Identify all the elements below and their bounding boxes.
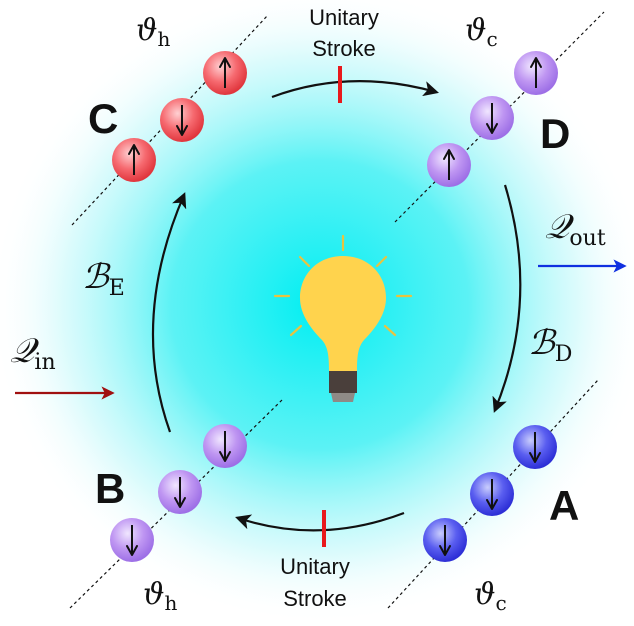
bath-label-e: ℬE: [82, 257, 125, 301]
unitary-stroke-bottom-arrow: [235, 511, 405, 532]
bath-d-arrow: [492, 184, 522, 413]
spin-up-arrow-icon: [443, 149, 455, 180]
unitary-stroke-top-line1: Unitary: [309, 5, 379, 30]
spin-down-arrow-icon: [126, 525, 138, 556]
spin-up-arrow-icon: [219, 57, 231, 88]
spin-down-arrow-icon: [176, 105, 188, 136]
node-label-a: A: [549, 482, 579, 529]
spin-down-arrow-icon: [486, 479, 498, 510]
unitary-stroke-bottom-line2: Stroke: [283, 586, 347, 611]
spin-chain-c: [112, 51, 247, 182]
bath-label-d: ℬD: [528, 323, 572, 367]
spin-down-arrow-icon: [174, 477, 186, 508]
spin-chain-b: [110, 424, 247, 562]
node-label-d: D: [540, 110, 570, 157]
unitary-stroke-top-arrow: [271, 80, 439, 99]
chain-axis-a: [387, 379, 599, 609]
bath-e-arrow: [151, 192, 187, 433]
spin-chain-a: [423, 425, 557, 562]
temperature-label-d: ϑc: [465, 13, 498, 51]
unitary-stroke-bottom-line1: Unitary: [280, 554, 350, 579]
unitary-stroke-top-line2: Stroke: [312, 36, 376, 61]
spin-down-arrow-icon: [439, 525, 451, 556]
spin-down-arrow-icon: [529, 432, 541, 463]
heat-out-label: 𝒬out: [545, 207, 606, 251]
spin-chain-d: [427, 51, 558, 187]
spin-up-arrow-icon: [530, 57, 542, 88]
chain-axis-b: [69, 399, 283, 609]
heat-in-label: 𝒬in: [10, 331, 56, 375]
node-label-c: C: [88, 95, 118, 142]
light-bulb-icon: [273, 234, 413, 402]
spin-down-arrow-icon: [486, 103, 498, 134]
node-label-b: B: [95, 465, 125, 512]
spin-down-arrow-icon: [219, 431, 231, 462]
chain-axis-d: [394, 11, 605, 223]
temperature-label-c: ϑh: [136, 13, 170, 51]
temperature-label-b: ϑh: [143, 577, 177, 615]
spin-up-arrow-icon: [128, 144, 140, 175]
temperature-label-a: ϑc: [474, 577, 507, 615]
